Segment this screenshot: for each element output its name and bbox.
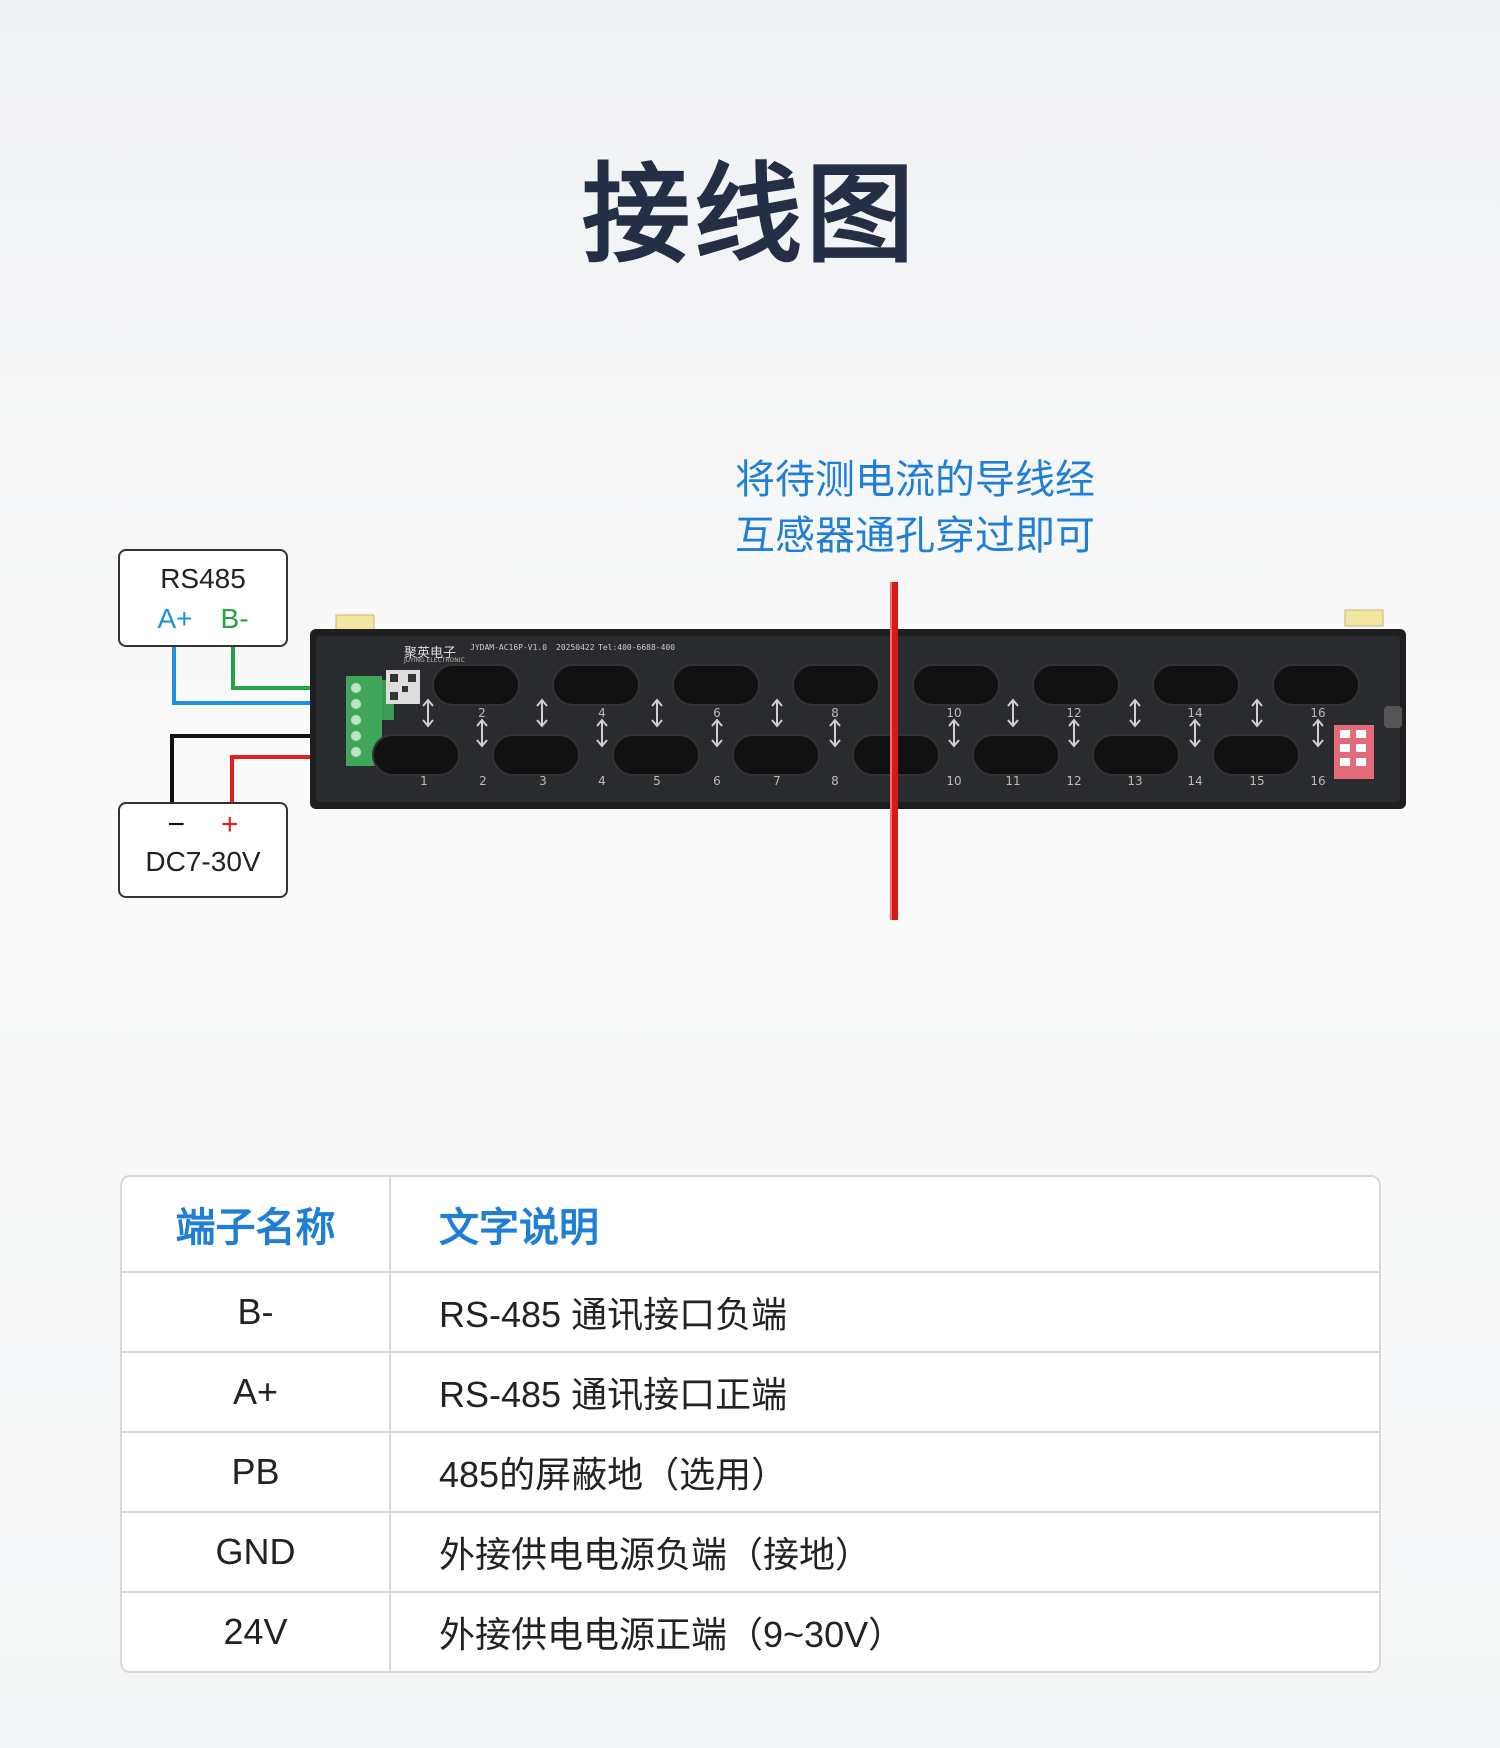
terminal-description: RS-485 通讯接口正端 bbox=[391, 1353, 1379, 1433]
power-minus: − bbox=[167, 808, 185, 841]
device-date: 20250422 bbox=[556, 643, 595, 652]
channel-label-top: 6 bbox=[713, 706, 721, 720]
channel-label-bottom: 3 bbox=[539, 774, 547, 788]
channel-label-bottom: 8 bbox=[831, 774, 839, 788]
terminal-description: 外接供电电源正端（9~30V） bbox=[439, 1614, 905, 1655]
table-row: GND 外接供电电源负端（接地） bbox=[122, 1513, 1379, 1593]
device-tel: Tel:400-6688-400 bbox=[598, 643, 676, 652]
channel-label-top: 4 bbox=[598, 706, 606, 720]
channel-label-bottom: 5 bbox=[653, 774, 661, 788]
wire-a-plus bbox=[172, 643, 350, 705]
power-plus: + bbox=[221, 808, 239, 841]
wire-gnd bbox=[170, 734, 350, 802]
terminal-description: RS-485 通讯接口负端 bbox=[391, 1273, 1379, 1353]
table-row: B- RS-485 通讯接口负端 bbox=[122, 1273, 1379, 1353]
channel-label-top: 10 bbox=[946, 706, 962, 720]
terminal-description: 外接供电电源负端（接地） bbox=[391, 1513, 1379, 1593]
table-header-row: 端子名称 文字说明 bbox=[122, 1177, 1379, 1273]
terminal-name: B- bbox=[122, 1273, 391, 1353]
channel-label-top: 14 bbox=[1187, 706, 1203, 720]
terminal-name: A+ bbox=[122, 1353, 391, 1433]
pin-b-minus: B- bbox=[220, 603, 249, 634]
wiring-diagram bbox=[170, 582, 1406, 920]
terminal-name: PB bbox=[122, 1433, 391, 1513]
channel-label-bottom: 16 bbox=[1310, 774, 1326, 788]
channel-label-bottom: 10 bbox=[946, 774, 962, 788]
power-label: DC7-30V bbox=[145, 846, 261, 877]
channel-label-top: 16 bbox=[1310, 706, 1326, 720]
device-brand: 聚英电子 bbox=[404, 646, 457, 661]
pin-a-plus: A+ bbox=[157, 603, 193, 634]
terminal-name: 24V bbox=[122, 1593, 391, 1671]
channel-label-top: 12 bbox=[1066, 706, 1082, 720]
channel-label-bottom: 4 bbox=[598, 774, 606, 788]
channel-label-bottom: 6 bbox=[713, 774, 721, 788]
terminal-name: GND bbox=[122, 1513, 391, 1593]
device-brand-en: JUYING ELECTRONIC bbox=[404, 657, 465, 664]
channel-label-bottom: 2 bbox=[479, 774, 487, 788]
table-row: A+ RS-485 通讯接口正端 bbox=[122, 1353, 1379, 1433]
table-row: 24V 外接供电电源正端（9~30V） bbox=[122, 1593, 1379, 1671]
header-description: 文字说明 bbox=[391, 1177, 1379, 1273]
page-title: 接线图 bbox=[581, 153, 918, 278]
instruction-line-2: 互感器通孔穿过即可 bbox=[735, 513, 1095, 559]
current-sensor-module bbox=[310, 609, 1406, 809]
channel-label-bottom: 14 bbox=[1187, 774, 1203, 788]
channel-label-bottom: 12 bbox=[1066, 774, 1082, 788]
table-row: PB 485的屏蔽地（选用） bbox=[122, 1433, 1379, 1513]
instruction-text: 将待测电流的导线经 互感器通孔穿过即可 bbox=[700, 452, 1130, 564]
instruction-line-1: 将待测电流的导线经 bbox=[735, 457, 1095, 503]
channel-label-top: 8 bbox=[831, 706, 839, 720]
device-model: JYDAM-AC16P-V1.0 bbox=[470, 643, 548, 652]
channel-label-bottom: 13 bbox=[1127, 774, 1143, 788]
power-supply-box: − + DC7-30V bbox=[118, 802, 288, 898]
terminal-table: 端子名称 文字说明 B- RS-485 通讯接口负端 A+ RS-485 通讯接… bbox=[120, 1175, 1381, 1673]
terminal-description: 485的屏蔽地（选用） bbox=[391, 1433, 1379, 1513]
channel-label-top: 2 bbox=[478, 706, 486, 720]
header-terminal-name: 端子名称 bbox=[122, 1177, 391, 1273]
channel-label-bottom: 1 bbox=[420, 774, 428, 788]
channel-label-bottom: 15 bbox=[1249, 774, 1265, 788]
channel-label-bottom: 11 bbox=[1005, 774, 1021, 788]
rs485-box: RS485 A+ B- bbox=[118, 549, 288, 647]
rs485-label: RS485 bbox=[160, 563, 246, 594]
channel-label-bottom: 7 bbox=[773, 774, 781, 788]
